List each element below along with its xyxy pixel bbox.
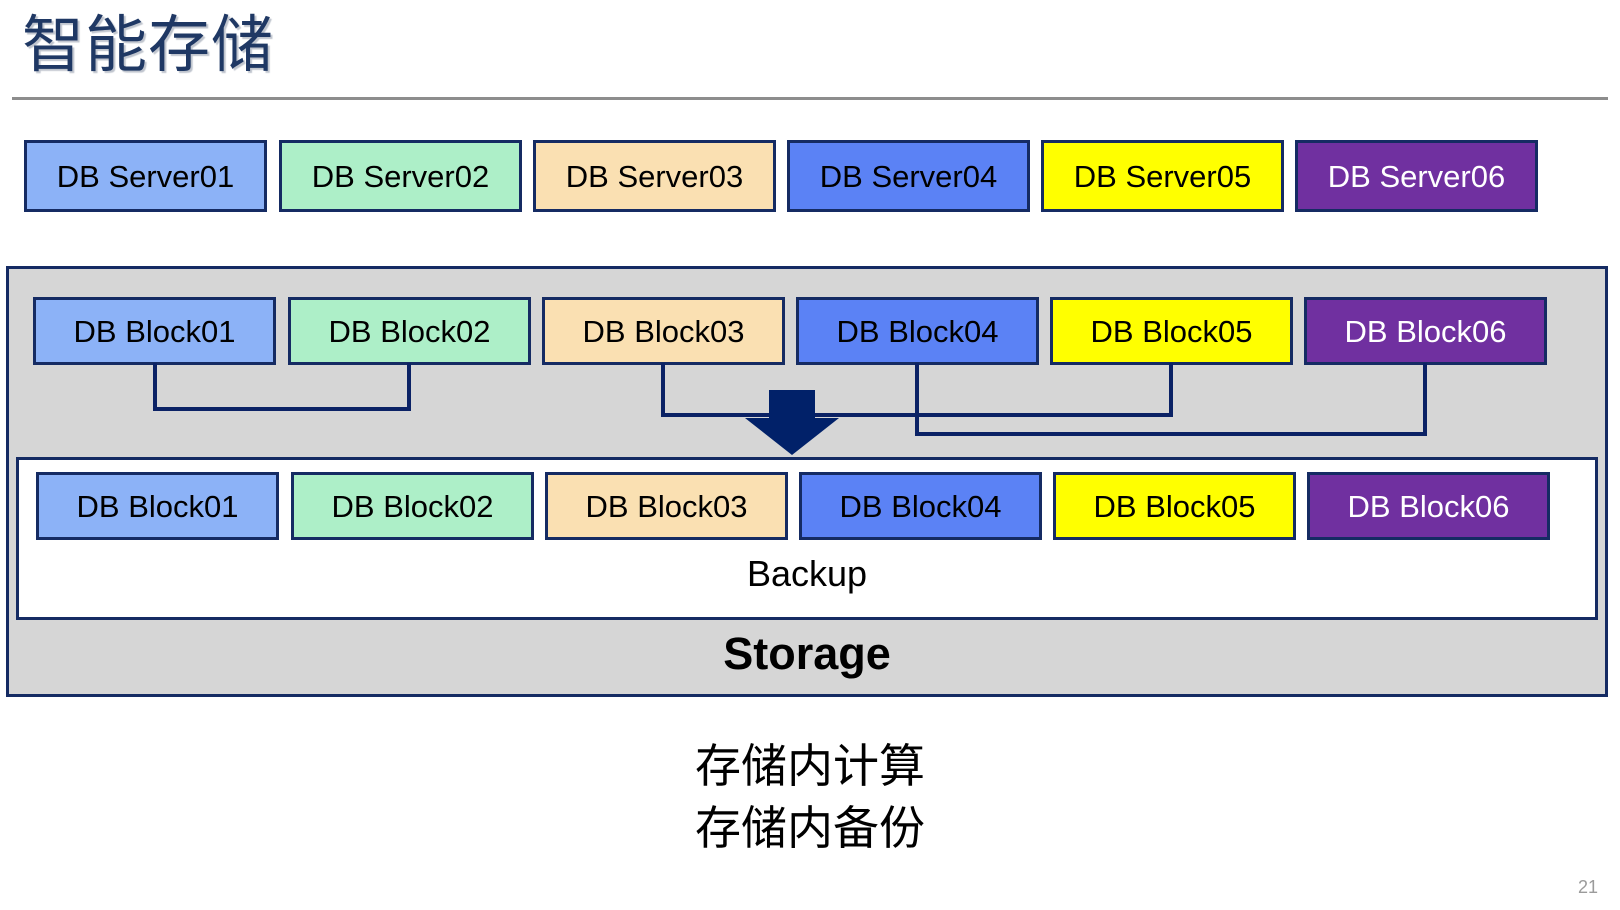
caption-line-1: 存储内计算 [695, 740, 925, 792]
db-server-5[interactable]: DB Server05 [1041, 140, 1284, 212]
db-block-primary-label: DB Block02 [328, 313, 491, 349]
db-server-row: DB Server01 DB Server02 DB Server03 DB Serv… [0, 140, 1620, 212]
db-block-primary-label: DB Block05 [1090, 313, 1253, 349]
caption-block: 存储内计算 存储内备份 [0, 735, 1620, 859]
db-block-backup-label: DB Block01 [76, 488, 239, 524]
db-server-3[interactable]: DB Server03 [533, 140, 776, 212]
db-block-primary-label: DB Block01 [73, 313, 236, 349]
db-block-row-backup: DB Block01 DB Block02 DB Block03 DB Block04… [12, 472, 1608, 540]
title-divider [12, 97, 1608, 100]
db-block-backup-label: DB Block06 [1347, 488, 1510, 524]
block-connector-lines [153, 363, 1427, 455]
db-block-primary-label: DB Block03 [582, 313, 745, 349]
db-block-primary-label: DB Block04 [836, 313, 999, 349]
db-server-4[interactable]: DB Server04 [787, 140, 1030, 212]
db-block-row-primary: DB Block01 DB Block02 DB Block03 DB Block04… [9, 297, 1605, 365]
db-block-primary-6[interactable]: DB Block06 [1304, 297, 1547, 365]
db-server-label: DB Server03 [565, 158, 744, 194]
caption-line-2: 存储内备份 [695, 802, 925, 854]
db-block-backup-1[interactable]: DB Block01 [36, 472, 279, 540]
db-block-primary-1[interactable]: DB Block01 [33, 297, 276, 365]
db-block-backup-label: DB Block04 [839, 488, 1002, 524]
db-block-backup-6[interactable]: DB Block06 [1307, 472, 1550, 540]
db-server-label: DB Server04 [819, 158, 998, 194]
page-title: 智能存储 [22, 11, 275, 80]
page-number: 21 [1577, 877, 1598, 897]
db-server-label: DB Server01 [56, 158, 235, 194]
db-server-1[interactable]: DB Server01 [24, 140, 267, 212]
backup-label: Backup [746, 553, 868, 594]
db-block-backup-label: DB Block03 [585, 488, 748, 524]
db-server-6[interactable]: DB Server06 [1295, 140, 1538, 212]
db-server-label: DB Server05 [1073, 158, 1252, 194]
db-block-backup-label: DB Block05 [1093, 488, 1256, 524]
storage-container: DB Block01 DB Block02 DB Block03 DB Block04… [6, 266, 1608, 697]
db-server-label: DB Server06 [1327, 158, 1506, 194]
db-block-primary-4[interactable]: DB Block04 [796, 297, 1039, 365]
db-block-backup-5[interactable]: DB Block05 [1053, 472, 1296, 540]
db-block-primary-5[interactable]: DB Block05 [1050, 297, 1293, 365]
db-block-primary-2[interactable]: DB Block02 [288, 297, 531, 365]
backup-box: DB Block01 DB Block02 DB Block03 DB Block04… [16, 457, 1598, 620]
db-block-primary-3[interactable]: DB Block03 [542, 297, 785, 365]
db-server-2[interactable]: DB Server02 [279, 140, 522, 212]
storage-label: Storage [723, 628, 891, 679]
db-block-primary-label: DB Block06 [1344, 313, 1507, 349]
db-block-backup-4[interactable]: DB Block04 [799, 472, 1042, 540]
db-server-label: DB Server02 [311, 158, 490, 194]
down-arrow-icon [745, 390, 839, 455]
db-block-backup-label: DB Block02 [331, 488, 494, 524]
db-block-backup-2[interactable]: DB Block02 [291, 472, 534, 540]
db-block-backup-3[interactable]: DB Block03 [545, 472, 788, 540]
